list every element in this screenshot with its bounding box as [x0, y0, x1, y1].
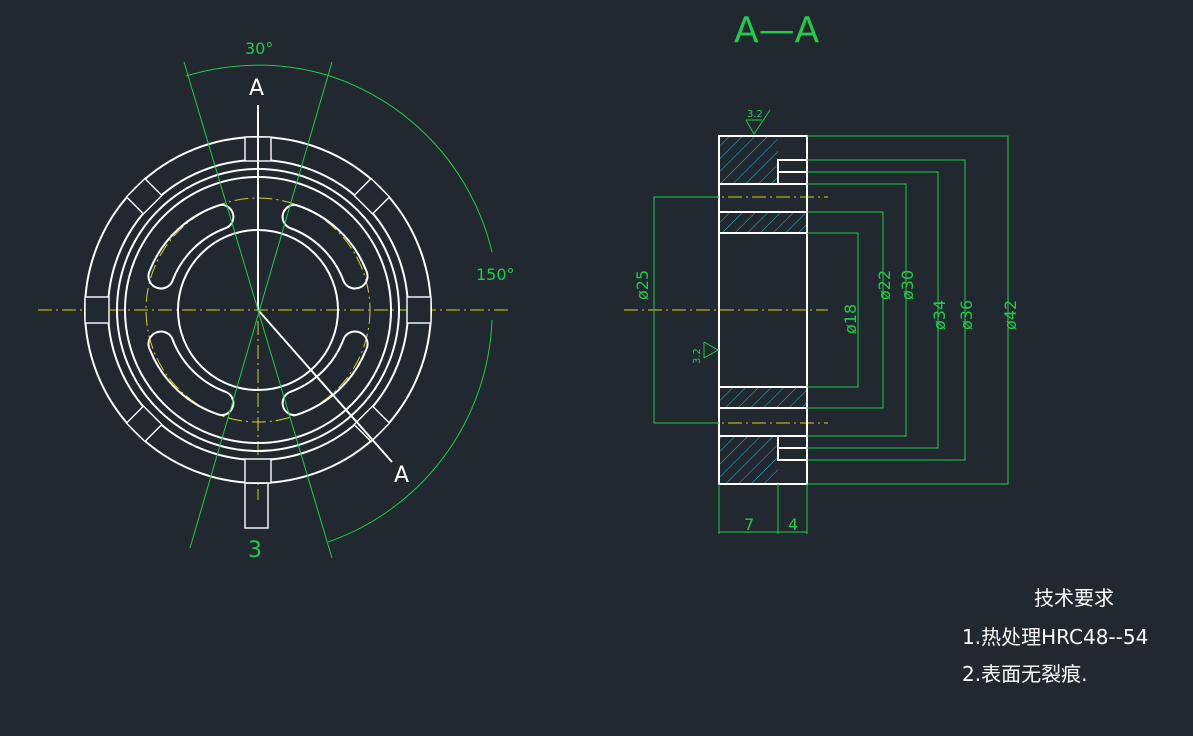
section-outline	[718, 135, 808, 485]
pitch-circle	[145, 197, 371, 423]
arc-slots	[147, 203, 369, 417]
hatch-bottom-inner	[719, 387, 807, 408]
slot-width-label: 3	[248, 538, 262, 563]
dim-label-42: ø42	[1001, 300, 1020, 330]
front-view: 30° 150° A A 3	[38, 39, 515, 563]
bottom-slot	[244, 482, 269, 529]
angle-label-30: 30°	[245, 39, 273, 58]
roughness-symbol-bore	[703, 341, 720, 359]
dim-label-25: ø25	[633, 270, 652, 300]
section-label-a-top: A	[249, 76, 264, 101]
roughness-label-bore: 3.2	[692, 348, 703, 364]
section-label-a-bottom: A	[394, 463, 409, 488]
angle-arc-small	[185, 64, 331, 77]
requirement-item-2: 2.表面无裂痕.	[962, 662, 1088, 686]
dim-label-34: ø34	[930, 300, 949, 330]
dim-label-4: 4	[788, 515, 798, 534]
technical-requirements: 技术要求 1.热处理HRC48--54 2.表面无裂痕.	[962, 582, 1193, 695]
section-view: A—A 3.2	[624, 10, 1020, 534]
dim-label-30: ø30	[898, 270, 917, 300]
angle-line-right	[189, 61, 333, 549]
section-title: A—A	[734, 10, 820, 51]
hatch-bottom-outer	[719, 436, 778, 484]
section-line-diagonal	[257, 309, 393, 463]
technical-requirements-title: 技术要求	[1034, 586, 1114, 610]
dimension-lines	[653, 135, 1009, 534]
hatch-top-inner	[719, 212, 807, 233]
dim-label-18: ø18	[841, 304, 860, 334]
angle-label-150: 150°	[476, 265, 515, 284]
requirement-item-1: 1.热处理HRC48--54	[962, 625, 1149, 649]
angle-arc-large	[329, 75, 493, 253]
dim-label-22: ø22	[875, 270, 894, 300]
angle-line-left	[183, 61, 333, 559]
dim-label-7: 7	[744, 515, 754, 534]
dim-label-36: ø36	[957, 300, 976, 330]
roughness-label-top: 3.2	[747, 109, 763, 120]
hatch-top-outer	[719, 136, 778, 184]
roughness-symbol-top	[745, 109, 771, 135]
angle-arc-large-lower	[327, 319, 493, 543]
